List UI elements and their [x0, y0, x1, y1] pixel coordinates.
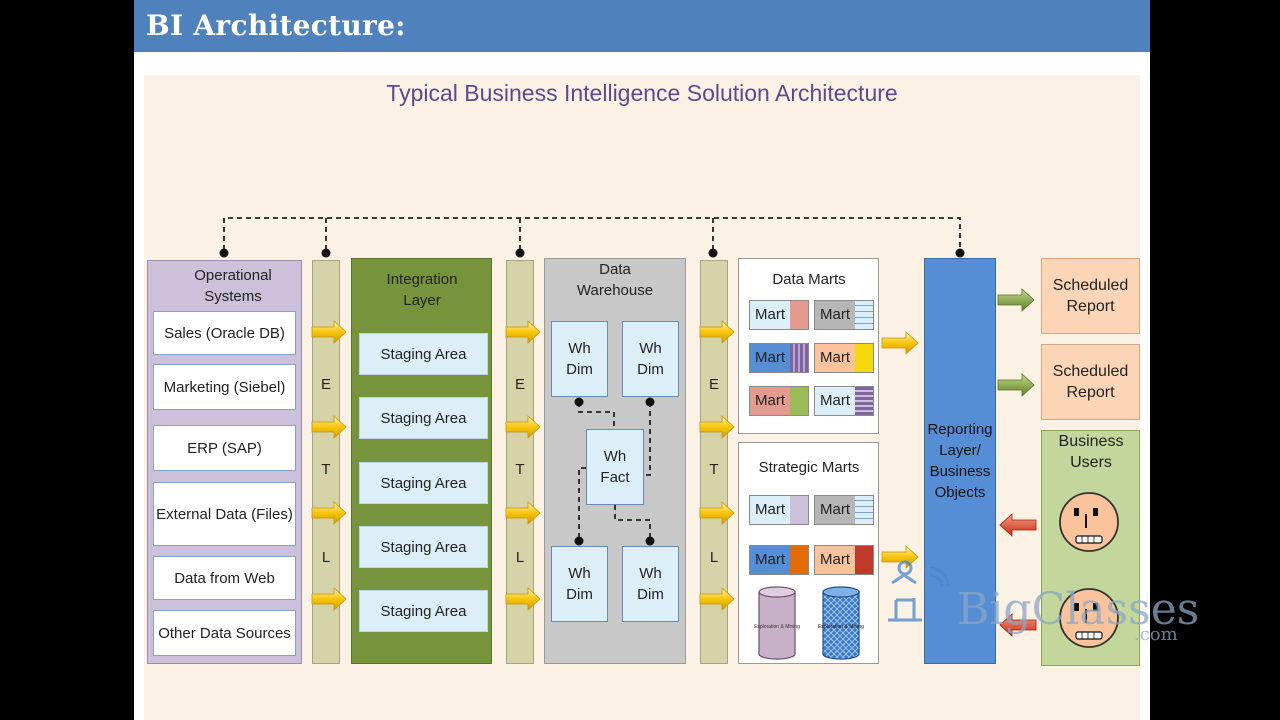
mart-cube [790, 496, 808, 524]
reporting-layer-box: Reporting Layer/ Business Objects [924, 258, 996, 664]
wh-dim-bottom-right: Wh Dim [622, 546, 679, 622]
red-arrows [999, 513, 1037, 637]
metadata-connector [223, 217, 961, 250]
staging-area-2: Staging Area [359, 397, 488, 439]
connector-dots [219, 248, 965, 258]
etl-letter-l: L [515, 549, 525, 566]
etl-letter-t: T [515, 461, 525, 478]
data-marts-title: Data Marts [772, 271, 846, 288]
mart-label: Mart [820, 551, 850, 568]
etl-letter-e: E [514, 376, 525, 393]
integration-layer-title: Integration Layer [386, 271, 458, 309]
yellow-arrows [311, 320, 919, 611]
source-external: External Data (Files) [153, 482, 296, 546]
mart-cube [790, 344, 808, 372]
mart-label: Mart [820, 501, 850, 518]
staging-area-1: Staging Area [359, 333, 488, 375]
diagram-title: Typical Business Intelligence Solution A… [386, 80, 898, 106]
strategic-marts-title: Strategic Marts [758, 459, 860, 476]
mart-label: Mart [820, 349, 850, 366]
slide-title: BI Architecture: [146, 9, 406, 42]
mart-cube [855, 387, 873, 415]
source-marketing: Marketing (Siebel) [153, 364, 296, 410]
mart-label: Mart [755, 349, 785, 366]
cylinder-label-2: Exploration & Mining [818, 624, 864, 630]
green-arrows [997, 288, 1035, 397]
mart-cube [855, 344, 873, 372]
etl-letter-e: E [708, 376, 719, 393]
scheduled-report-1: Scheduled Report [1041, 258, 1140, 334]
exploration-cylinder-1 [758, 586, 796, 660]
etl-letter-e: E [320, 376, 331, 393]
exploration-cylinder-2 [822, 586, 860, 660]
source-web: Data from Web [153, 556, 296, 600]
mart-cube [855, 496, 873, 524]
mart-label: Mart [755, 551, 785, 568]
mart-dm-6: Mart [814, 386, 874, 416]
watermark-brand: BigClasses [957, 584, 1199, 635]
source-erp: ERP (SAP) [153, 425, 296, 471]
scheduled-report-2: Scheduled Report [1041, 344, 1140, 420]
warehouse-links [578, 402, 651, 541]
mart-sm-4: Mart [814, 545, 874, 575]
mart-dm-4: Mart [814, 343, 874, 373]
mart-label: Mart [755, 501, 785, 518]
etl-letter-l: L [321, 549, 331, 566]
watermark: BigClasses .com [888, 560, 1199, 645]
mart-dm-3: Mart [749, 343, 809, 373]
watermark-logo-icon [888, 560, 950, 622]
title-bar: BI Architecture: [134, 0, 1150, 52]
mart-dm-2: Mart [814, 300, 874, 330]
etl-letter-t: T [321, 461, 331, 478]
user-face-1 [1059, 492, 1119, 552]
mart-cube [790, 301, 808, 329]
staging-area-4: Staging Area [359, 526, 488, 568]
mart-label: Mart [820, 306, 850, 323]
staging-area-5: Staging Area [359, 590, 488, 632]
wh-dim-top-left: Wh Dim [551, 321, 608, 397]
wh-fact: Wh Fact [586, 429, 644, 505]
source-other: Other Data Sources [153, 610, 296, 656]
source-sales: Sales (Oracle DB) [153, 311, 296, 355]
data-warehouse-title: Data Warehouse [576, 261, 654, 299]
operational-systems-title: Operational Systems [194, 267, 272, 305]
business-users-title: Business Users [1058, 433, 1124, 471]
user-face-2 [1059, 588, 1119, 648]
warehouse-link-dots [574, 397, 655, 546]
mart-sm-1: Mart [749, 495, 809, 525]
staging-area-3: Staging Area [359, 462, 488, 504]
mart-cube [855, 301, 873, 329]
mart-dm-5: Mart [749, 386, 809, 416]
wh-dim-bottom-left: Wh Dim [551, 546, 608, 622]
wh-dim-top-right: Wh Dim [622, 321, 679, 397]
mart-sm-2: Mart [814, 495, 874, 525]
cylinder-label-1: Exploration & Mining [754, 624, 800, 630]
mart-cube [790, 546, 808, 574]
mart-sm-3: Mart [749, 545, 809, 575]
mart-cube [855, 546, 873, 574]
mart-label: Mart [820, 392, 850, 409]
etl-letter-t: T [709, 461, 719, 478]
mart-dm-1: Mart [749, 300, 809, 330]
etl-letter-l: L [709, 549, 719, 566]
mart-label: Mart [755, 306, 785, 323]
mart-label: Mart [755, 392, 785, 409]
mart-cube [790, 387, 808, 415]
reporting-layer-label: Reporting Layer/ Business Objects [927, 421, 993, 501]
watermark-suffix: .com [1134, 624, 1178, 645]
